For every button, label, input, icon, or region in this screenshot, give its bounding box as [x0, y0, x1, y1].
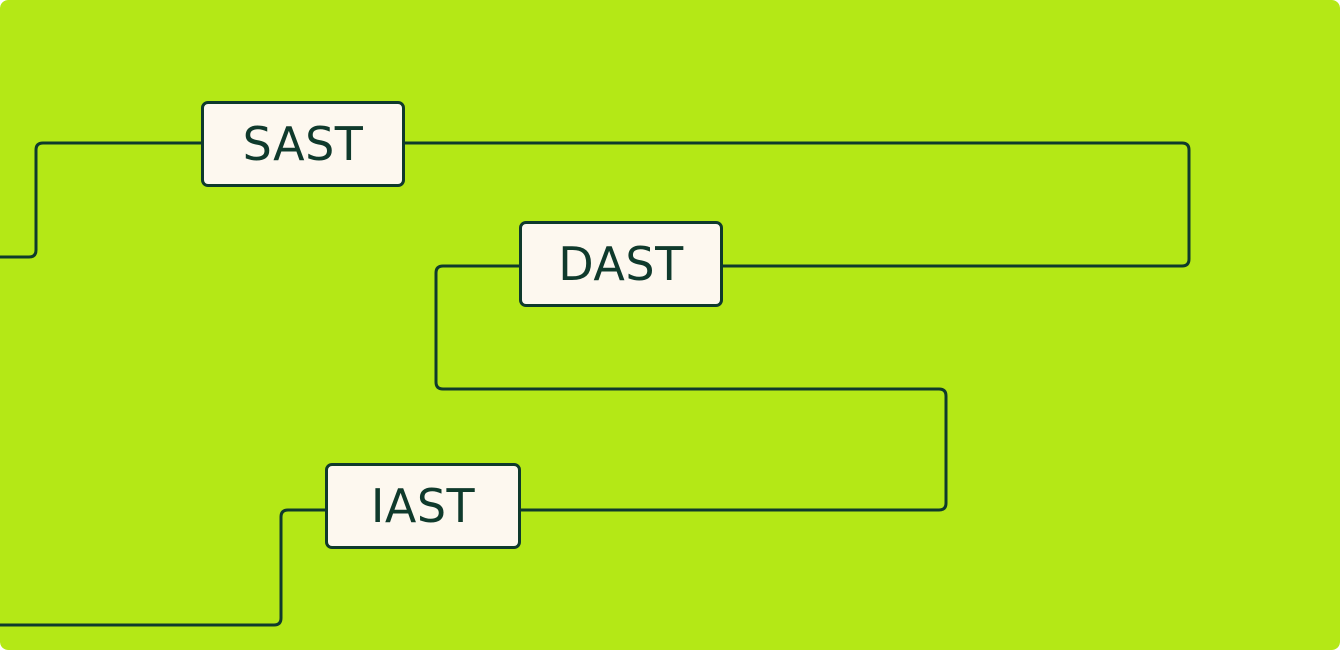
connector-iast-to-left — [0, 508, 327, 627]
node-dast: DAST — [519, 221, 723, 307]
connector-sast-to-dast — [403, 141, 1191, 268]
node-iast-label: IAST — [370, 479, 476, 533]
node-dast-label: DAST — [558, 237, 684, 291]
node-iast: IAST — [325, 463, 521, 549]
connector-left-to-sast — [0, 141, 203, 259]
node-sast: SAST — [201, 101, 405, 187]
node-sast-label: SAST — [242, 117, 364, 171]
connector-dast-to-iast — [434, 264, 948, 512]
